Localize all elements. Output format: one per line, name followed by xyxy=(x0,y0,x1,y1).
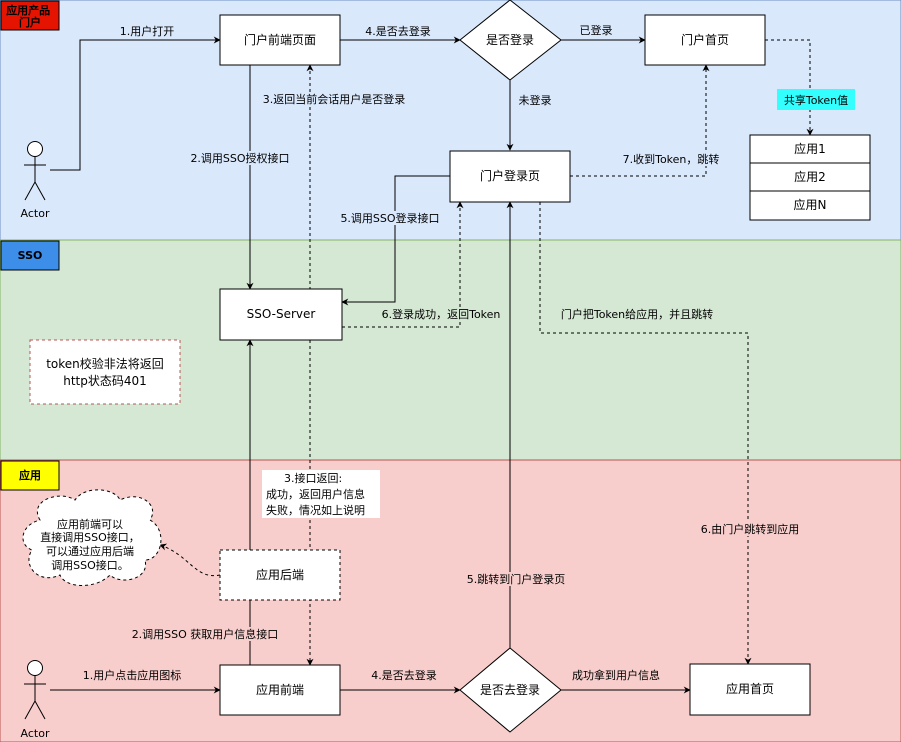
edge-label-iface-return-1: 3.接口返回: xyxy=(284,472,342,485)
cloud-note xyxy=(22,489,162,586)
edge-label-redirect-app: 6.由门户跳转到应用 xyxy=(701,522,800,536)
app-lane-tag xyxy=(0,460,60,491)
edge-label-bg xyxy=(460,572,572,586)
edge-label-user-click-icon: 1.用户点击应用图标 xyxy=(83,668,182,682)
is-login-bottom-label: 是否去登录 xyxy=(480,682,540,697)
app-list-item xyxy=(749,162,871,192)
sso-server-label: SSO-Server xyxy=(247,307,316,321)
is-login-top-node xyxy=(459,0,562,81)
edge-label-bg xyxy=(184,151,296,165)
edge-user-open xyxy=(50,36,221,171)
edge-label-bg xyxy=(254,92,414,106)
edge-label-user-open: 1.用户打开 xyxy=(120,24,175,38)
cloud-line1: 应用前端可以 xyxy=(57,517,123,531)
app-front-node xyxy=(219,664,341,716)
edge-label-portal-give-token: 门户把Token给应用，并且跳转 xyxy=(561,307,713,321)
app-list-label-1: 应用1 xyxy=(794,141,826,156)
sso-lane-tag xyxy=(0,240,60,271)
edge-label-login-success: 6.登录成功，返回Token xyxy=(382,307,501,321)
edge-label-bg xyxy=(618,152,724,166)
cloud-line3: 可以通过应用后端 xyxy=(46,544,134,558)
edge-label-iface-return-2: 成功，返回用户信息 xyxy=(266,487,365,501)
shared-token-label: 共享Token值 xyxy=(784,93,848,107)
edge-label-bg xyxy=(360,24,436,38)
cloud-line4: 调用SSO接口。 xyxy=(51,559,129,572)
edge-label-return-session: 3.返回当前会话用户是否登录 xyxy=(263,92,406,106)
edge-label-bg xyxy=(78,668,186,682)
edge-label-got-userinfo: 成功拿到用户信息 xyxy=(572,668,660,682)
edge-label-bg xyxy=(366,668,442,682)
actor-bottom-label: Actor xyxy=(21,727,50,740)
app-list: 应用1 应用2 应用N xyxy=(749,134,871,221)
app-list-label-n: 应用N xyxy=(794,197,827,212)
edge-label-bg xyxy=(514,93,556,107)
app-front-label: 应用前端 xyxy=(256,682,304,697)
sso-lane-label: SSO xyxy=(18,249,43,262)
edge-label-bg xyxy=(116,24,178,38)
edge-receive-token xyxy=(570,64,710,177)
app-home-label: 应用首页 xyxy=(726,681,774,696)
actor-top xyxy=(24,141,46,201)
portal-front-node xyxy=(219,14,341,66)
edge-label-call-sso-auth: 2.调用SSO授权接口 xyxy=(190,151,289,165)
edge-label-jump-portal-login: 5.跳转到门户登录页 xyxy=(467,572,566,586)
edge-label-bg xyxy=(566,668,666,682)
edge-portal-give-token xyxy=(539,202,752,665)
edge-label-bg xyxy=(695,522,805,536)
app-backend-label: 应用后端 xyxy=(256,567,304,582)
token-invalid-note xyxy=(29,339,181,405)
edge-label-iface-return-3: 失败，情况如上说明 xyxy=(266,503,365,517)
edge-call-sso-login xyxy=(341,175,450,306)
edge-label-bg xyxy=(552,307,722,321)
edge-label-bg xyxy=(124,627,286,641)
edge-label-not-logged-in: 未登录 xyxy=(519,93,552,107)
app-home-node xyxy=(689,663,811,716)
edge-label-go-login-top: 4.是否去登录 xyxy=(365,24,431,38)
edge-label-logged-in: 已登录 xyxy=(580,23,613,37)
app-list-item xyxy=(749,190,871,221)
edge-label-bg xyxy=(336,211,444,225)
portal-home-node xyxy=(644,14,766,66)
app-lane-label: 应用 xyxy=(19,468,41,482)
actor-top-label: Actor xyxy=(21,207,50,220)
portal-login-node xyxy=(449,150,571,203)
sso-server-node xyxy=(219,288,343,341)
actor-bottom xyxy=(24,660,46,720)
portal-home-label: 门户首页 xyxy=(681,32,729,47)
edge-label-receive-token: 7.收到Token，跳转 xyxy=(623,152,720,166)
portal-front-label: 门户前端页面 xyxy=(244,32,316,47)
edge-label-bg xyxy=(262,470,380,518)
edge-label-call-sso-login: 5.调用SSO登录接口 xyxy=(340,211,439,225)
shared-token-bg xyxy=(777,89,855,110)
is-login-top-label: 是否登录 xyxy=(486,32,534,47)
edge-label-go-login-bottom: 4.是否去登录 xyxy=(371,668,437,682)
edge-label-bg xyxy=(376,307,506,321)
cloud-line2: 直接调用SSO接口， xyxy=(40,530,140,544)
app-backend-node xyxy=(219,549,341,601)
portal-lane-label: 应用产品 门户 xyxy=(6,3,54,29)
is-login-bottom-node xyxy=(459,647,562,733)
app-list-label-2: 应用2 xyxy=(794,169,826,184)
portal-lane-tag xyxy=(0,0,60,31)
portal-login-label: 门户登录页 xyxy=(480,168,540,183)
edge-backend-to-cloud xyxy=(159,543,221,577)
app-list-item xyxy=(749,134,871,164)
edge-label-call-sso-userinfo: 2.调用SSO 获取用户信息接口 xyxy=(132,627,279,641)
token-invalid-line2: http状态码401 xyxy=(63,374,147,388)
token-invalid-line1: token校验非法将返回 xyxy=(46,356,164,371)
